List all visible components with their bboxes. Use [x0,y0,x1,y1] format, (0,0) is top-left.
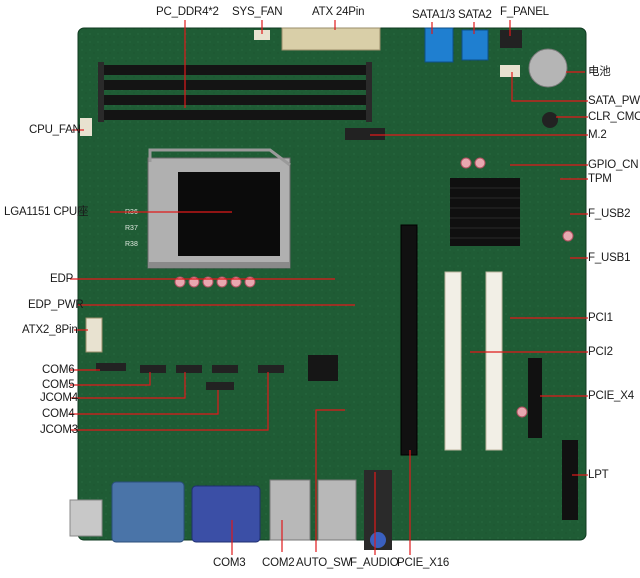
callout-jcom4: JCOM4 [40,392,78,404]
silkscreen-r37: R37 [125,225,138,232]
silkscreen-r38: R38 [125,241,138,248]
callout-m2: M.2 [588,129,607,141]
pci-slot-1 [444,271,462,451]
callout-com3: COM3 [213,557,246,569]
sys-fan-header [254,30,270,40]
callout-com2: COM2 [262,557,295,569]
cpu-socket: R36 R37 R38 [125,148,291,269]
chipset-heatsink [450,178,520,246]
clr-cmos-jumper [542,112,558,128]
callout-com4: COM4 [42,408,75,420]
callout-pcie-x16: PCIE_X16 [397,557,450,569]
callout-sata2: SATA2 [458,9,492,21]
sata-port-2 [461,29,489,61]
lpt-header [562,440,578,520]
pcie-x4-slot [528,358,542,438]
callout-atx2-8pin: ATX2_8Pin [22,324,78,336]
callout-com5: COM5 [42,379,75,391]
rear-io [69,470,392,550]
vga-connector [191,485,261,543]
atx2-8pin-connector [85,317,103,353]
m2-slot [345,128,385,140]
callout-pc-ddr4: PC_DDR4*2 [156,6,219,18]
callout-pci2: PCI2 [588,346,613,358]
callout-sata13: SATA1/3 [412,9,455,21]
pcie-x16-slot [400,224,418,456]
callout-pci1: PCI1 [588,312,613,324]
serial-port-connector [111,481,185,543]
callout-tpm: TPM [588,173,612,185]
callout-pcie-x4: PCIE_X4 [588,390,634,402]
callout-gpio-cn: GPIO_CN [588,159,639,171]
callout-f-usb2: F_USB2 [588,208,631,220]
ddr4-slots [98,62,372,122]
callout-f-panel: F_PANEL [500,6,549,18]
callout-f-audio: F_AUDIO [350,557,399,569]
callout-sys-fan: SYS_FAN [232,6,283,18]
callout-atx-24pin: ATX 24Pin [312,6,365,18]
com-headers [96,363,284,390]
callout-lga1151: LGA1151 CPU座 [4,206,89,218]
super-io-chip [308,355,338,381]
callout-edp: EDP [50,273,74,285]
callout-clr-cmos: CLR_CMOS [588,111,640,123]
callout-battery: 电池 [588,66,611,78]
cmos-battery [528,48,568,88]
sata-port-1-3 [424,27,454,63]
pci-slot-2 [485,271,503,451]
callout-auto-sw: AUTO_SW [296,557,352,569]
sata-power-header [500,65,520,77]
callout-lines [70,20,588,555]
front-panel-header [500,30,522,48]
cpu-fan-header [80,118,92,136]
callout-edp-pwr: EDP_PWR [28,299,84,311]
callout-cpu-fan: CPU_FAN [29,124,81,136]
callout-f-usb1: F_USB1 [588,252,631,264]
callout-jcom3: JCOM3 [40,424,78,436]
atx-24pin-connector [281,27,381,51]
callout-com6: COM6 [42,364,75,376]
callout-sata-pwr: SATA_PWR [588,95,640,107]
callout-lpt: LPT [588,469,609,481]
